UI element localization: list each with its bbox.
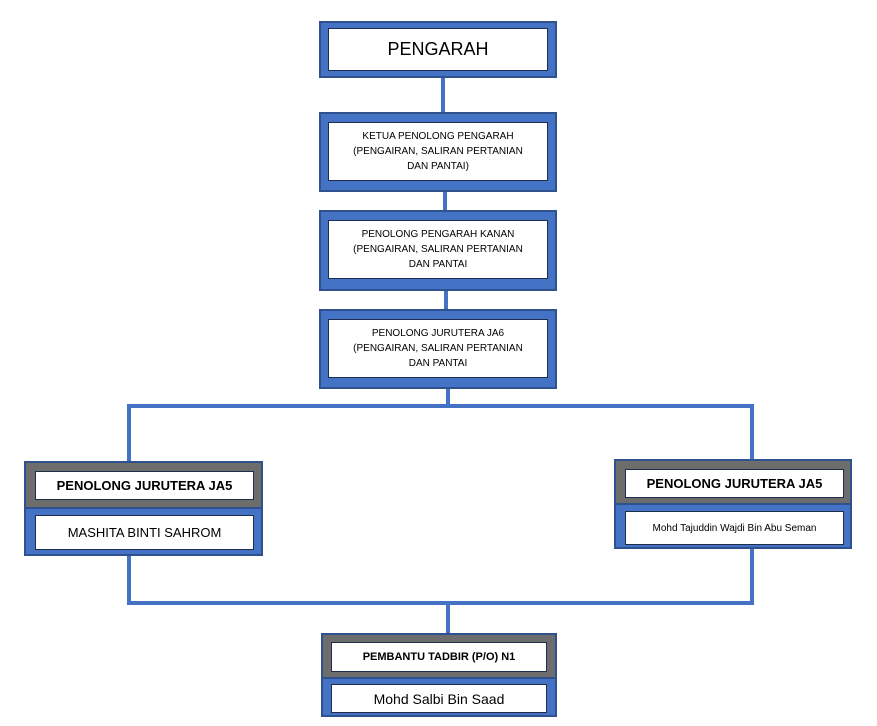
connector-pengarah-ketua <box>441 77 445 114</box>
node-pt-header: PEMBANTU TADBIR (P/O) N1 <box>331 642 547 672</box>
connector-ketua-ppk <box>443 191 447 211</box>
node-ja5-left-name-frame: MASHITA BINTI SAHROM <box>24 507 263 556</box>
connector-ja6-split <box>446 388 450 407</box>
connector-right-down <box>750 404 754 462</box>
connector-top-horizontal <box>127 404 754 408</box>
connector-ppk-ja6 <box>444 290 448 310</box>
connector-to-pt <box>446 601 450 634</box>
node-ja5-left-header: PENOLONG JURUTERA JA5 <box>35 471 254 500</box>
node-ja6-title: PENOLONG JURUTERA JA6 (PENGAIRAN, SALIRA… <box>353 328 523 369</box>
node-ja5-right-header: PENOLONG JURUTERA JA5 <box>625 469 844 498</box>
node-pt-name-box: Mohd Salbi Bin Saad <box>331 684 547 713</box>
node-pt-header-frame: PEMBANTU TADBIR (P/O) N1 <box>321 633 557 679</box>
node-ppk-title: PENOLONG PENGARAH KANAN (PENGAIRAN, SALI… <box>353 229 523 270</box>
node-ketua-penolong-pengarah: KETUA PENOLONG PENGARAH (PENGAIRAN, SALI… <box>319 112 557 192</box>
node-ja6-inner: PENOLONG JURUTERA JA6 (PENGAIRAN, SALIRA… <box>328 319 548 378</box>
node-ketua-title: KETUA PENOLONG PENGARAH (PENGAIRAN, SALI… <box>353 131 523 172</box>
node-pt-name: Mohd Salbi Bin Saad <box>373 690 505 707</box>
node-ja5-right-name-box: Mohd Tajuddin Wajdi Bin Abu Seman <box>625 511 844 545</box>
node-pt-title: PEMBANTU TADBIR (P/O) N1 <box>362 651 516 663</box>
node-ja5-left-name: MASHITA BINTI SAHROM <box>67 525 222 540</box>
node-ketua-inner: KETUA PENOLONG PENGARAH (PENGAIRAN, SALI… <box>328 122 548 181</box>
node-pengarah-title: PENGARAH <box>387 39 489 59</box>
node-ja5-right-name-frame: Mohd Tajuddin Wajdi Bin Abu Seman <box>614 503 852 549</box>
connector-right-up <box>750 548 754 604</box>
connector-bottom-horizontal <box>127 601 754 605</box>
node-ja5-left-name-box: MASHITA BINTI SAHROM <box>35 515 254 550</box>
connector-left-up <box>127 555 131 604</box>
node-ja5-right-name: Mohd Tajuddin Wajdi Bin Abu Seman <box>652 522 817 534</box>
node-ja5-right-header-frame: PENOLONG JURUTERA JA5 <box>614 459 852 505</box>
node-ja5-right-title: PENOLONG JURUTERA JA5 <box>646 476 823 491</box>
connector-left-down <box>127 404 131 463</box>
node-penolong-pengarah-kanan: PENOLONG PENGARAH KANAN (PENGAIRAN, SALI… <box>319 210 557 291</box>
node-penolong-jurutera-ja6: PENOLONG JURUTERA JA6 (PENGAIRAN, SALIRA… <box>319 309 557 389</box>
node-pengarah: PENGARAH <box>319 21 557 78</box>
node-ppk-inner: PENOLONG PENGARAH KANAN (PENGAIRAN, SALI… <box>328 220 548 279</box>
node-ja5-left-title: PENOLONG JURUTERA JA5 <box>56 478 233 493</box>
node-pengarah-inner: PENGARAH <box>328 28 548 71</box>
node-pt-name-frame: Mohd Salbi Bin Saad <box>321 677 557 717</box>
node-ja5-left-header-frame: PENOLONG JURUTERA JA5 <box>24 461 263 509</box>
